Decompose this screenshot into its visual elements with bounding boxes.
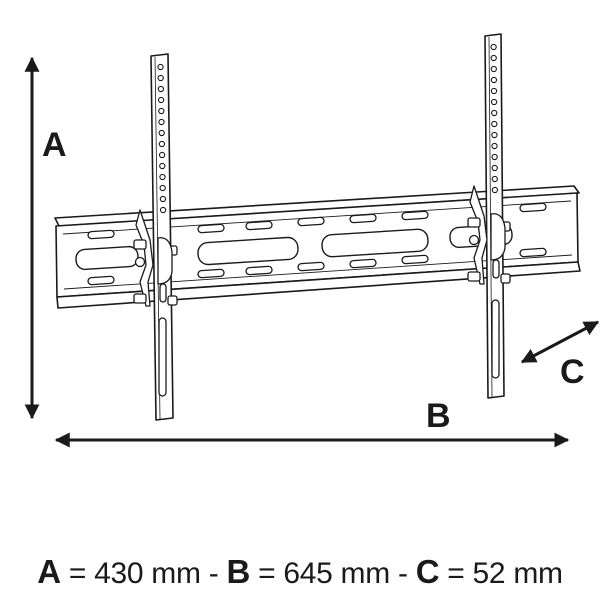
dimension-c-label: C [560,353,585,391]
wall-rail [54,185,581,309]
caption-b-key: B [226,553,251,590]
left-bolts [133,237,178,306]
rail-slots-top [87,202,547,240]
dimension-a-label: A [42,126,67,164]
dimension-c-arrow [520,320,600,364]
caption-a-key: A [37,553,61,590]
caption-c-value: 52 mm [472,557,563,590]
dimension-b: B [54,397,570,448]
left-bracket-holes [157,63,167,214]
left-bracket-slot [158,317,167,397]
caption-separator-1: - [208,557,219,590]
caption-a-value: 430 mm [94,557,201,590]
caption-c-key: C [415,553,440,590]
right-bracket [467,33,511,399]
caption-b-value: 645 mm [283,557,390,590]
caption-separator-2: - [397,557,408,590]
dimension-b-label: B [426,397,451,435]
right-bracket-holes [490,43,499,194]
left-bracket [133,53,178,421]
dimensions-caption: A = 430 mm - B = 645 mm - C = 52 mm [37,553,563,590]
right-bolts [467,213,511,284]
right-bracket-slot [491,299,500,379]
dimension-a: A [24,56,67,420]
dimension-c: C [520,320,600,391]
rail-slots-bottom [87,247,547,286]
